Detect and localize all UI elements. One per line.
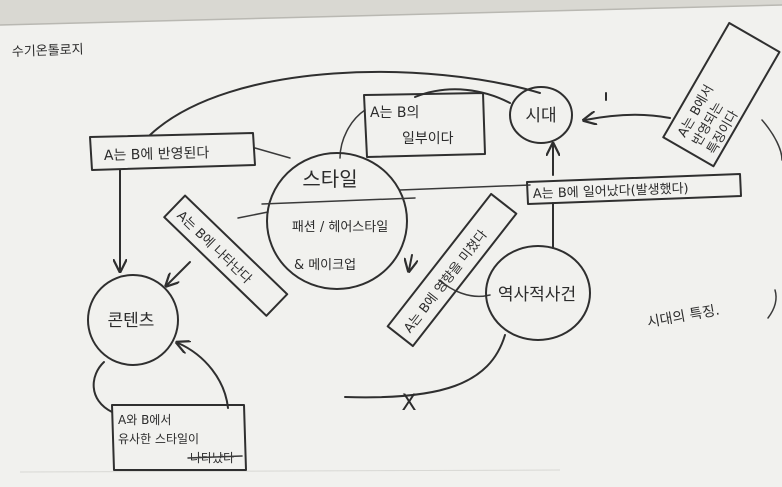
style-node-label: 스타일 <box>302 167 357 191</box>
style-divider <box>261 197 416 205</box>
occurred-box <box>526 173 742 205</box>
reflected-label: A는 B에 반영된다 <box>104 145 210 164</box>
edge-style-to-appears <box>237 211 269 219</box>
similar-line1: A와 B에서 <box>118 413 171 427</box>
cross-mark: X <box>401 391 416 416</box>
paper-edge <box>0 4 782 26</box>
part-of-box <box>363 92 486 158</box>
event-node-circle <box>485 245 591 341</box>
era-node-label: 시대 <box>525 106 556 126</box>
content-node-circle <box>87 274 179 366</box>
similar-line2: 유사한 스타일이 <box>118 432 199 446</box>
edge-right-tail <box>767 289 777 319</box>
edge-reflected-to-era <box>149 70 541 136</box>
edge-influences-arrow <box>409 254 412 270</box>
occurred-label: A는 B에 일어났다(발생했다) <box>533 181 689 202</box>
style-node-circle <box>266 152 408 290</box>
part-of-line2: 일부이다 <box>402 131 454 147</box>
edge-reflected-to-style <box>254 147 291 159</box>
edge-similar-to-content <box>178 343 229 409</box>
similar-box <box>111 404 247 471</box>
part-of-line1: A는 B의 <box>370 105 419 121</box>
edge-style-to-occurred <box>399 184 531 191</box>
edge-event-to-influences <box>439 279 491 297</box>
era-node-circle <box>509 86 573 144</box>
similar-strike <box>187 455 243 459</box>
edge-corner-to-era <box>585 115 671 120</box>
event-node-label: 역사적사건 <box>498 285 576 305</box>
edge-appears-to-content <box>167 261 191 285</box>
edge-event-down <box>344 334 506 399</box>
style-node-sub1: 패션 / 헤어스타일 <box>292 220 388 235</box>
style-node-sub2: & 메이크업 <box>294 258 356 273</box>
corner-box <box>662 21 781 168</box>
influences-box <box>386 192 518 348</box>
page-title: 수기온톨로지 <box>12 43 84 60</box>
reflected-box <box>89 132 256 171</box>
content-node-label: 콘텐츠 <box>108 311 155 331</box>
appears-box <box>163 194 289 317</box>
edge-content-tail <box>92 361 113 413</box>
similar-line3: 나타났다 <box>190 451 234 465</box>
paper-rule <box>19 469 561 473</box>
